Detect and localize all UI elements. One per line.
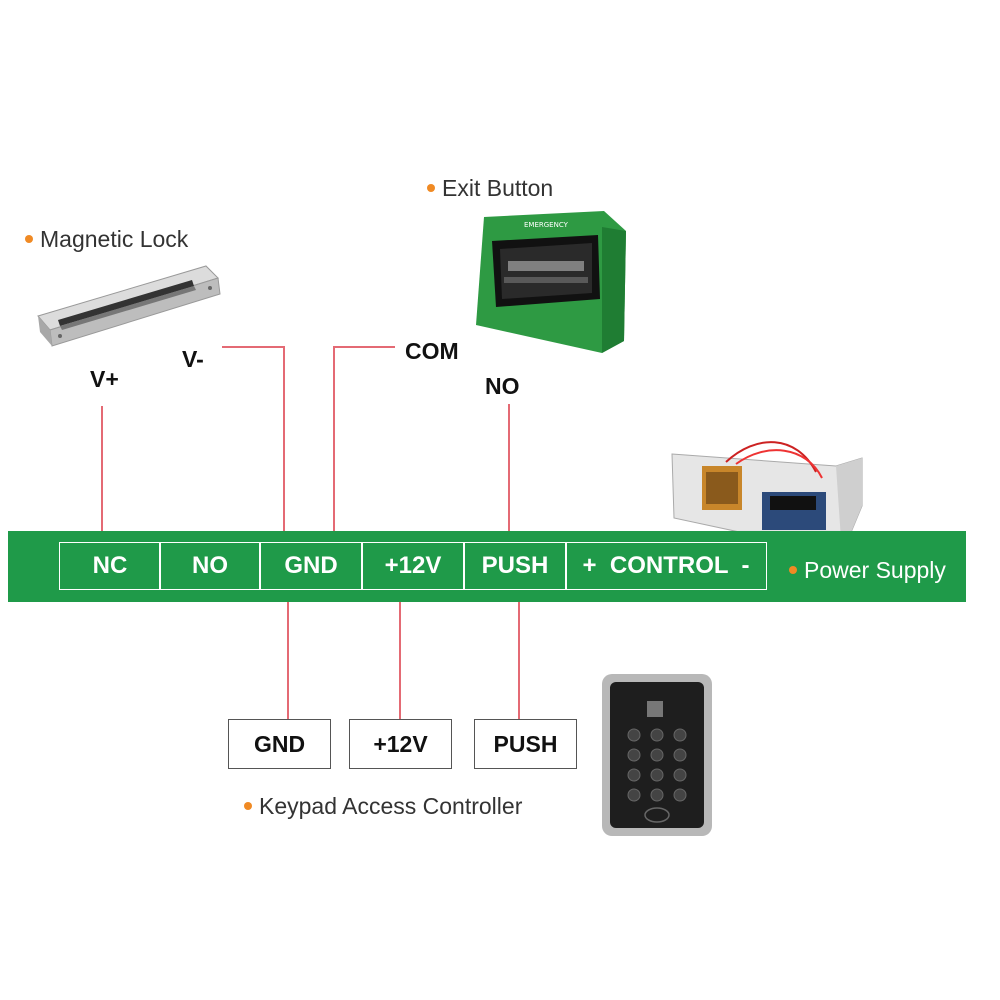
wire-12v-to-keypad: [399, 590, 401, 720]
terminal-no: NO: [159, 542, 261, 590]
keypad-label: Keypad Access Controller: [244, 793, 522, 820]
wire-com-to-gnd: [333, 346, 335, 542]
terminal-control: + CONTROL -: [565, 542, 767, 590]
keypad-terminal-gnd: GND: [228, 719, 331, 769]
wire-vminus-to-gnd: [283, 346, 285, 542]
bullet-icon: [25, 234, 33, 243]
wire-com-horizontal: [333, 346, 395, 348]
keypad-image: [601, 673, 713, 842]
bullet-icon: [244, 801, 252, 810]
magnetic-lock-label: Magnetic Lock: [25, 226, 188, 253]
wire-vplus-to-nc: [101, 406, 103, 540]
lock-pin-vplus: V+: [90, 366, 119, 392]
wire-vminus-horizontal: [222, 346, 285, 348]
exit-button-image: EMERGENCY: [474, 207, 629, 360]
terminal-gnd: GND: [259, 542, 363, 590]
power-supply-label: Power Supply: [789, 557, 946, 584]
keypad-terminal-push: PUSH: [474, 719, 577, 769]
magnetic-lock-image: [34, 258, 224, 358]
wire-push-to-keypad: [518, 590, 520, 720]
wire-no-to-push: [508, 404, 510, 542]
exit-pin-com: COM: [405, 338, 459, 364]
exit-pin-no: NO: [485, 373, 520, 399]
exit-button-label: Exit Button: [427, 175, 553, 202]
keypad-terminal-12v: +12V: [349, 719, 452, 769]
terminal-12v: +12V: [361, 542, 465, 590]
bullet-icon: [427, 183, 435, 192]
power-supply-image: [666, 432, 866, 562]
terminal-nc: NC: [59, 542, 161, 590]
svg-text:EMERGENCY: EMERGENCY: [524, 221, 569, 229]
terminal-push: PUSH: [463, 542, 567, 590]
lock-pin-vminus: V-: [182, 346, 204, 372]
bullet-icon: [789, 565, 797, 574]
wire-gnd-to-keypad: [287, 590, 289, 720]
